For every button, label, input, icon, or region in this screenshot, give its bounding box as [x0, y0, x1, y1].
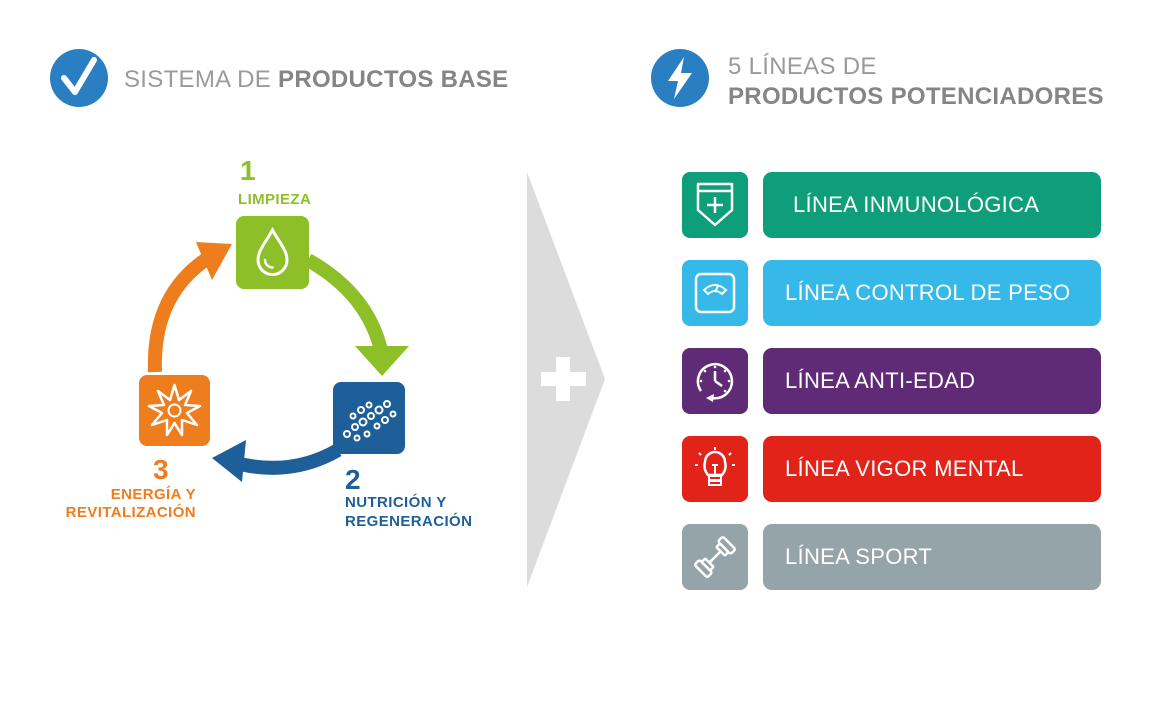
line-icon-anti-edad: [682, 348, 748, 414]
step2-label-line1: NUTRICIÓN Y: [345, 494, 447, 511]
starburst-icon: [147, 383, 202, 437]
water-drop-icon: [256, 226, 289, 276]
left-header-prefix: SISTEMA DE: [124, 66, 279, 93]
line-icon-control-peso: [682, 260, 748, 326]
checkmark-icon: [50, 49, 108, 107]
step3-label-line2: REVITALIZACIÓN: [65, 504, 196, 521]
line-bar-control-peso: LÍNEA CONTROL DE PESO: [763, 260, 1101, 326]
right-header-line2: PRODUCTOS POTENCIADORES: [728, 83, 1104, 110]
step1-number: 1: [240, 155, 256, 186]
left-header-bold: PRODUCTOS BASE: [278, 66, 509, 93]
step1-box: [236, 216, 309, 289]
line-bar-anti-edad: LÍNEA ANTI-EDAD: [763, 348, 1101, 414]
step2-box: [333, 382, 405, 454]
clock-icon: [696, 363, 734, 402]
left-header-title: SISTEMA DE PRODUCTOS BASE: [124, 66, 508, 94]
lightning-bolt-icon: [651, 49, 709, 107]
molecules-icon: [343, 400, 397, 442]
step2-number: 2: [345, 464, 361, 495]
center-arrow: [527, 172, 605, 587]
shield-plus-icon: [696, 182, 734, 227]
lightbulb-icon: [695, 447, 735, 486]
step3-box: [139, 375, 210, 446]
step3-label-line1: ENERGÍA Y: [110, 486, 196, 503]
step1-label: LIMPIEZA: [238, 191, 312, 208]
plus-icon: [541, 357, 586, 401]
line-bar-inmunologica: LÍNEA INMUNOLÓGICA: [763, 172, 1101, 238]
cycle-arrows: [147, 242, 409, 482]
line-icon-sport: [682, 524, 748, 590]
line-icon-vigor-mental: [682, 436, 748, 502]
right-header-line1: 5 LÍNEAS DE: [728, 53, 877, 80]
line-icon-inmunologica: [682, 172, 748, 238]
dumbbell-icon: [694, 536, 736, 578]
scale-icon: [694, 272, 736, 314]
step2-label-line2: REGENERACIÓN: [345, 513, 473, 530]
line-bar-sport: LÍNEA SPORT: [763, 524, 1101, 590]
line-bar-vigor-mental: LÍNEA VIGOR MENTAL: [763, 436, 1101, 502]
step3-number: 3: [153, 454, 169, 485]
